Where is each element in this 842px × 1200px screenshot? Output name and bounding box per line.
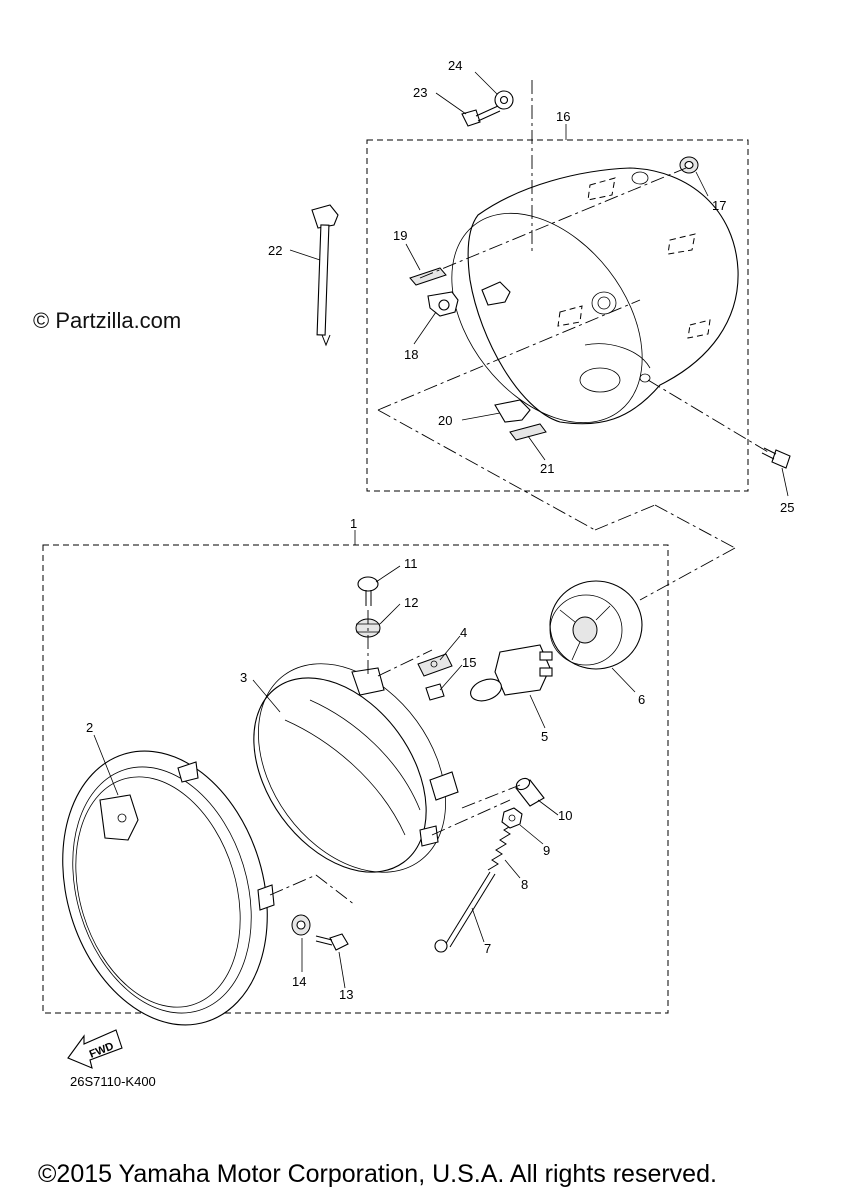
callout-22: 22 xyxy=(268,243,282,258)
clip-20 xyxy=(494,399,531,423)
nut-9 xyxy=(501,807,523,829)
cable-tie-22 xyxy=(311,204,339,347)
callout-10: 10 xyxy=(558,808,572,823)
callout-21: 21 xyxy=(540,461,554,476)
lens-unit-3 xyxy=(253,663,459,873)
fwd-arrow-icon: FWD xyxy=(67,1029,123,1069)
callout-4: 4 xyxy=(460,625,467,640)
callout-24: 24 xyxy=(448,58,462,73)
copyright-notice: ©2015 Yamaha Motor Corporation, U.S.A. A… xyxy=(38,1160,717,1188)
callout-2: 2 xyxy=(86,720,93,735)
diagram-code: 26S7110-K400 xyxy=(70,1074,156,1089)
callout-12: 12 xyxy=(404,595,418,610)
callout-11: 11 xyxy=(404,556,418,571)
screw-25 xyxy=(761,447,791,469)
collar-10 xyxy=(515,777,545,807)
screw-11 xyxy=(357,576,379,606)
headlight-assembly-boundary xyxy=(42,544,669,1014)
callout-17: 17 xyxy=(712,198,726,213)
headlight-housing xyxy=(451,167,739,425)
bulb-5 xyxy=(470,644,553,702)
callout-3: 3 xyxy=(240,670,247,685)
housing-assembly-boundary xyxy=(366,139,749,492)
callout-13: 13 xyxy=(339,987,353,1002)
callout-14: 14 xyxy=(292,974,306,989)
callout-16: 16 xyxy=(556,109,570,124)
leader-lines xyxy=(93,71,789,989)
callout-23: 23 xyxy=(413,85,427,100)
bolt-23 xyxy=(461,105,501,127)
callout-19: 19 xyxy=(393,228,407,243)
damper-14 xyxy=(291,914,311,936)
adjusting-screw-7 xyxy=(434,871,496,953)
nut-clip-4 xyxy=(417,653,453,677)
callout-7: 7 xyxy=(484,941,491,956)
callout-18: 18 xyxy=(404,347,418,362)
callout-6: 6 xyxy=(638,692,645,707)
pad-19 xyxy=(409,267,447,286)
callout-9: 9 xyxy=(543,843,550,858)
collar-15 xyxy=(425,683,445,701)
rim-2 xyxy=(62,750,275,1026)
bulb-cover-6 xyxy=(549,580,643,670)
callout-5: 5 xyxy=(541,729,548,744)
callout-15: 15 xyxy=(462,655,476,670)
bracket-inner xyxy=(481,281,511,306)
spring-8 xyxy=(487,823,515,871)
screw-13 xyxy=(315,933,349,951)
clip-18 xyxy=(427,291,459,317)
watermark: © Partzilla.com xyxy=(33,308,182,333)
pad-21 xyxy=(509,423,547,441)
callout-20: 20 xyxy=(438,413,452,428)
washer-24 xyxy=(494,90,514,110)
callout-25: 25 xyxy=(780,500,794,515)
grommet-17 xyxy=(679,156,699,174)
callout-8: 8 xyxy=(521,877,528,892)
callout-1: 1 xyxy=(350,516,357,531)
